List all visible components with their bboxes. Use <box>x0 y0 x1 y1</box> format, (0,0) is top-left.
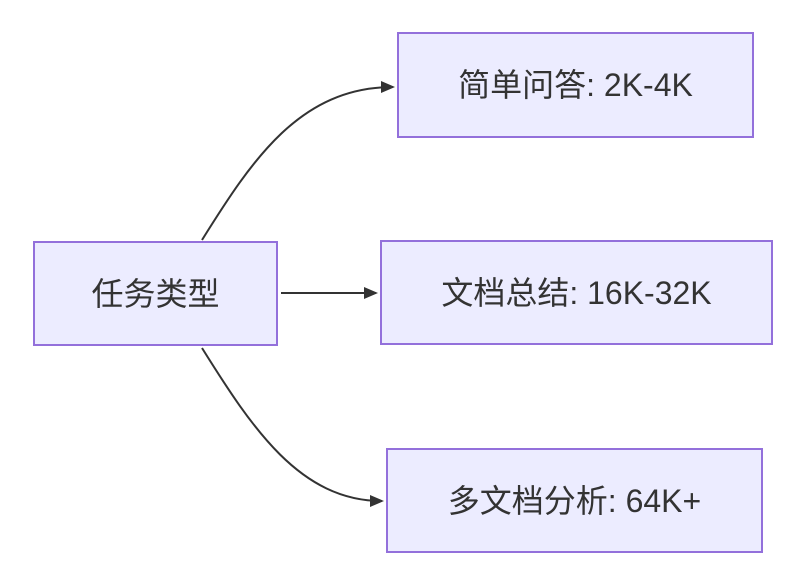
node-doc-summary-label: 文档总结: 16K-32K <box>441 274 712 311</box>
node-multi-doc-analysis: 多文档分析: 64K+ <box>386 448 763 553</box>
node-doc-summary: 文档总结: 16K-32K <box>380 240 773 345</box>
node-simple-qa-label: 简单问答: 2K-4K <box>458 67 693 103</box>
edge-task-to-simple-qa <box>201 81 395 241</box>
node-simple-qa: 简单问答: 2K-4K <box>397 32 754 138</box>
node-task-type-label: 任务类型 <box>91 275 220 312</box>
edge-task-to-multi-doc <box>201 347 384 507</box>
node-multi-doc-analysis-label: 多文档分析: 64K+ <box>447 482 702 519</box>
node-task-type: 任务类型 <box>33 241 278 346</box>
